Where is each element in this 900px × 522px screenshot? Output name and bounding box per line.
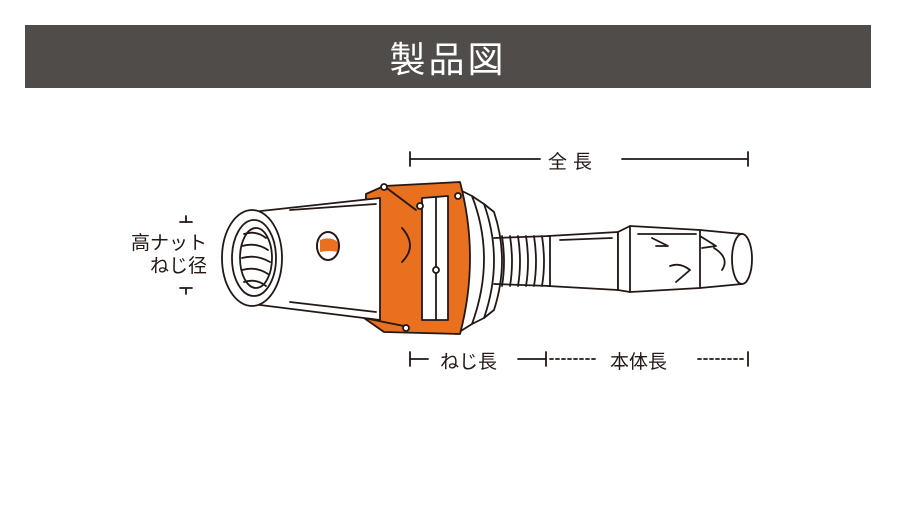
thread-diameter-dimension-line	[179, 215, 193, 295]
thread-diameter-label-line2: ねじ径	[149, 255, 207, 277]
thread-section	[493, 235, 551, 287]
anchor-body	[547, 225, 753, 293]
sub-length-dimension-line	[409, 351, 749, 367]
nut-front-face	[221, 209, 283, 307]
nut-cylinder	[251, 197, 411, 321]
total-length-label: 全 長	[548, 147, 593, 174]
total-length-dimension-line	[409, 151, 749, 167]
high-nut-hex	[363, 181, 471, 335]
body-length-label: 本体長	[610, 347, 668, 374]
page-title: 製品図	[389, 39, 507, 81]
thread-diameter-label-line1: 高ナット	[130, 232, 207, 254]
thread-diameter-label: 高ナット ねじ径	[127, 232, 207, 278]
header-bar: 製品図	[25, 25, 871, 88]
thread-length-label: ねじ長	[440, 347, 498, 374]
